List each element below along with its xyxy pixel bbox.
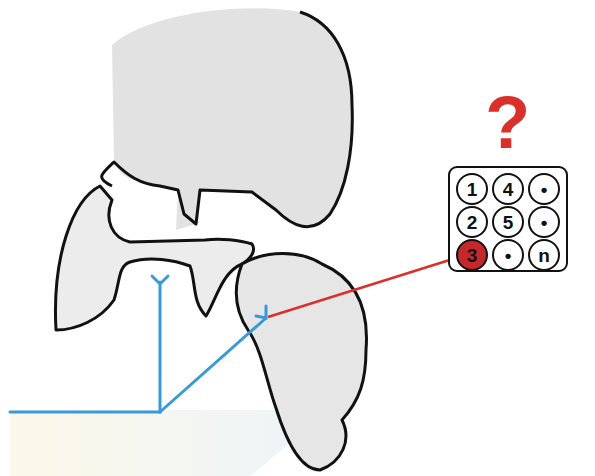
key-circle: • (528, 173, 560, 205)
question-mark: ? (485, 86, 530, 160)
key-label: • (505, 246, 512, 265)
key-label: 5 (503, 213, 514, 232)
key-circle: 2 (456, 206, 488, 238)
lower-tissue (236, 254, 366, 471)
key-circle: 1 (456, 173, 488, 205)
nerve-branch (160, 306, 266, 412)
key-circle: • (492, 239, 524, 271)
upper-outline (102, 12, 353, 227)
nerve-trunk (10, 411, 160, 414)
key-circle: • (528, 206, 560, 238)
key-label: 1 (467, 180, 478, 199)
nerve-lines (10, 276, 266, 412)
keypad-box: ?14•25•3•n (448, 166, 568, 272)
key-circle: n (528, 239, 560, 271)
key-label: 2 (467, 213, 478, 232)
leader-line (268, 258, 456, 317)
key-label: n (538, 246, 550, 265)
key-circle: 4 (492, 173, 524, 205)
upper-tissue (112, 8, 352, 230)
middle-tissue (55, 186, 253, 330)
key-label: 4 (503, 180, 514, 199)
key-circle: 3 (456, 239, 488, 271)
key-label: • (541, 180, 548, 199)
nerve-branch (152, 276, 168, 412)
key-circle: 5 (492, 206, 524, 238)
key-label: 3 (467, 246, 478, 265)
key-label: • (541, 213, 548, 232)
